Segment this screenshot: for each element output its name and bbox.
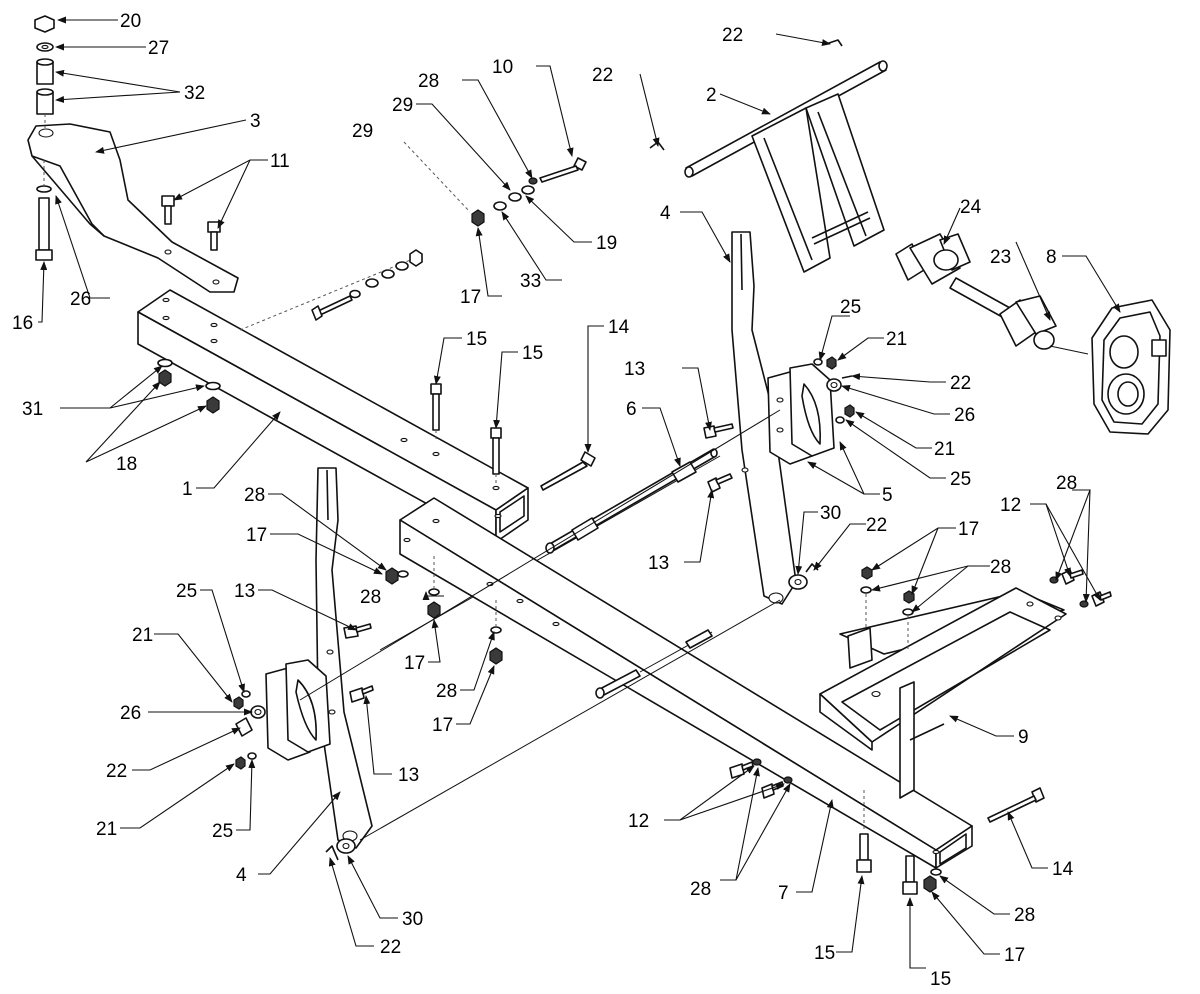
callout-28-mid-low: 28 (436, 681, 457, 702)
callout-28-left: 28 (244, 485, 265, 506)
callout-19: 19 (596, 233, 617, 254)
callout-25-right-top: 25 (840, 297, 861, 318)
callout-21-right-bottom: 21 (934, 439, 955, 460)
callout-26-left: 26 (120, 703, 141, 724)
bolt-stack-exploded (239, 249, 423, 331)
callout-25-left-bottom: 25 (212, 821, 233, 842)
callout-27: 27 (148, 38, 169, 59)
callout-21-left-top: 21 (132, 625, 153, 646)
hardware-right-group (813, 356, 855, 424)
shaft-end-part (595, 629, 713, 699)
callout-4-right: 4 (660, 203, 671, 224)
callout-10: 10 (492, 57, 513, 78)
callout-4-left: 4 (236, 865, 247, 886)
callout-9: 9 (1018, 727, 1029, 748)
callout-24: 24 (960, 197, 982, 218)
alignment-axes (299, 409, 781, 841)
callout-13-left-bottom: 13 (398, 765, 419, 786)
bolts-part-15-lower (856, 790, 942, 895)
lift-arm-part-4-left (315, 467, 373, 849)
callout-25-left-top: 25 (176, 581, 197, 602)
main-tube-part-7 (399, 497, 973, 869)
callout-32: 32 (184, 83, 205, 104)
callout-20: 20 (120, 11, 141, 32)
bolts-part-15-upper (430, 383, 502, 486)
callout-18: 18 (116, 454, 137, 475)
callout-labels: 20 27 32 3 11 26 16 31 18 1 28 17 13 25 … (12, 11, 1077, 990)
callout-21-right-top: 21 (886, 329, 907, 350)
callout-11: 11 (270, 151, 290, 172)
callout-3: 3 (250, 111, 261, 132)
callout-14-upper: 14 (608, 317, 630, 338)
callout-15-upper-a: 15 (466, 329, 487, 350)
callout-6: 6 (626, 399, 637, 420)
clip-pins-part-22-top (649, 39, 843, 151)
bolts-part-13-right (703, 423, 734, 493)
pivot-plates-part-5-left (265, 659, 331, 761)
shield-handle-part-2 (684, 60, 888, 273)
callout-21-left-bottom: 21 (96, 819, 117, 840)
bolts-part-13-left (343, 623, 374, 703)
callout-7: 7 (778, 883, 789, 904)
callout-22-top-right: 22 (722, 25, 743, 46)
callout-33: 33 (520, 271, 541, 292)
callout-17-mid-low: 17 (432, 715, 453, 736)
callout-29-left: 29 (352, 121, 373, 142)
callout-15-lower-a: 15 (814, 943, 835, 964)
callout-25-right-bottom: 25 (950, 469, 971, 490)
bolt-group-part-10 (403, 141, 587, 227)
bolts-part-12-bracket (1049, 569, 1112, 608)
callout-22-bottom: 22 (380, 937, 401, 958)
callout-1: 1 (182, 479, 193, 500)
callout-8: 8 (1046, 247, 1057, 268)
callout-30-right: 30 (820, 503, 841, 524)
pivot-plates-part-5-right (767, 363, 835, 465)
callout-29-top: 29 (392, 95, 413, 116)
callout-17-lower: 17 (1004, 945, 1025, 966)
long-bolt-part-14-upper (540, 451, 596, 491)
leader-lines (38, 16, 1121, 969)
callout-28-tube: 28 (690, 879, 711, 900)
nut-washer-bushing-stack (34, 15, 55, 128)
callout-16: 16 (12, 313, 33, 334)
callout-13-right-bottom: 13 (648, 553, 669, 574)
callout-28-top: 28 (418, 71, 439, 92)
hitch-bracket-part-9 (819, 587, 1067, 799)
callout-2: 2 (706, 85, 717, 106)
nuts-washers-middle (385, 556, 503, 665)
hardware-left-group (233, 690, 356, 861)
callout-28-bracket-right: 28 (1056, 473, 1077, 494)
callout-28-lower: 28 (1014, 905, 1035, 926)
callout-28-mid: 28 (360, 587, 381, 608)
long-bolt-part-14-lower (987, 787, 1045, 823)
callout-26-left-top: 26 (70, 289, 91, 310)
callout-13-left-top: 13 (234, 581, 255, 602)
callout-30-left: 30 (402, 909, 423, 930)
callout-14-lower: 14 (1052, 859, 1074, 880)
callout-13-right-top: 13 (624, 359, 645, 380)
callout-12-bracket: 12 (1000, 495, 1021, 516)
washers-nuts-part-18-31 (157, 358, 221, 414)
callout-26-right: 26 (954, 405, 975, 426)
callout-22-left: 22 (106, 761, 127, 782)
callout-17-mid: 17 (404, 653, 425, 674)
callout-23: 23 (990, 247, 1011, 268)
callout-12-tube: 12 (628, 811, 649, 832)
callout-17-bracket: 17 (958, 519, 979, 540)
mounting-arm-part-3 (27, 123, 239, 293)
bolts-part-11 (161, 195, 221, 251)
gearbox-part-8 (1091, 299, 1171, 435)
callout-22-right: 22 (950, 373, 971, 394)
callout-5: 5 (882, 485, 893, 506)
pivot-bolt-part-16 (35, 160, 53, 261)
callout-28-bracket: 28 (990, 557, 1011, 578)
callout-15-upper-b: 15 (522, 343, 543, 364)
callout-17-left: 17 (246, 525, 267, 546)
callout-22-right-lower: 22 (866, 515, 887, 536)
callout-22-top-left: 22 (592, 65, 613, 86)
callout-17-top: 17 (460, 287, 481, 308)
callout-31: 31 (22, 399, 43, 420)
callout-15-lower-b: 15 (930, 969, 951, 990)
